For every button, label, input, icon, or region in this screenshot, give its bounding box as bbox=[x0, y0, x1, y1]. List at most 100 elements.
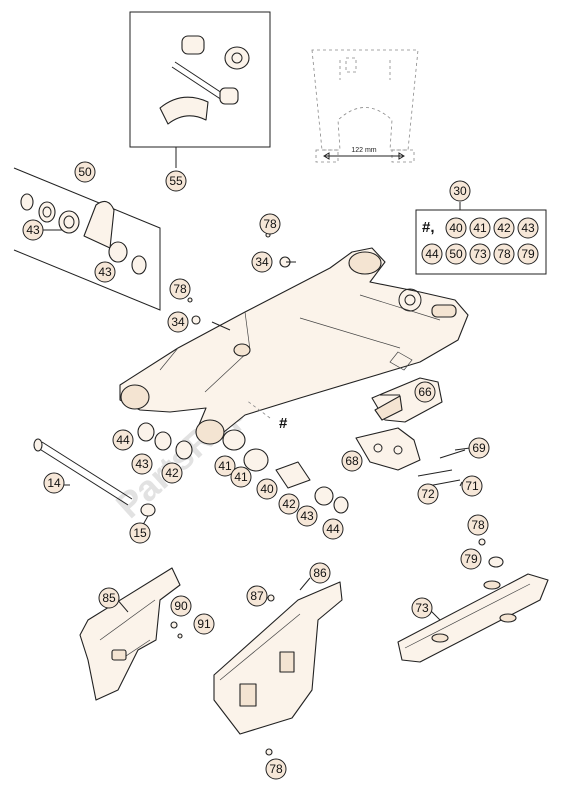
callout-90: 90 bbox=[170, 595, 192, 617]
callout-circle bbox=[170, 595, 192, 617]
callout-number: 50 bbox=[449, 247, 463, 261]
callout-number: 42 bbox=[165, 466, 179, 480]
callout-14: 14 bbox=[43, 472, 65, 494]
callout-circle bbox=[493, 243, 515, 265]
kit-item-43: 43 bbox=[517, 217, 539, 239]
callout-number: 41 bbox=[218, 459, 232, 473]
kit-box bbox=[415, 209, 547, 275]
callout-78d: 78 bbox=[265, 758, 287, 780]
callout-71: 71 bbox=[461, 475, 483, 497]
callout-number: 86 bbox=[313, 566, 327, 580]
callout-circle bbox=[230, 466, 252, 488]
callout-circle bbox=[411, 597, 433, 619]
chain-guard-left bbox=[79, 567, 183, 701]
kit-item-78: 78 bbox=[493, 243, 515, 265]
callout-number: 43 bbox=[300, 509, 314, 523]
callout-68: 68 bbox=[341, 450, 363, 472]
callout-85: 85 bbox=[98, 587, 120, 609]
kit-item-50: 50 bbox=[445, 243, 467, 265]
chain-guide-parts bbox=[355, 377, 466, 487]
swingarm-body bbox=[119, 247, 469, 445]
callout-69: 69 bbox=[468, 437, 490, 459]
kit-item-40: 40 bbox=[445, 217, 467, 239]
callout-78b: 78 bbox=[169, 278, 191, 300]
callout-number: 90 bbox=[174, 599, 188, 613]
callout-circle bbox=[251, 251, 273, 273]
callout-55: 55 bbox=[165, 170, 187, 192]
callout-circle bbox=[131, 453, 153, 475]
callout-number: 30 bbox=[453, 184, 467, 198]
callout-circle bbox=[296, 505, 318, 527]
callout-circle bbox=[22, 219, 44, 241]
callout-30: 30 bbox=[449, 180, 471, 202]
callout-circle bbox=[98, 587, 120, 609]
callout-circle bbox=[214, 455, 236, 477]
callout-number: 79 bbox=[521, 247, 535, 261]
bushing-kit-parts bbox=[159, 35, 250, 125]
callout-circle bbox=[341, 450, 363, 472]
callout-circle bbox=[309, 562, 331, 584]
callout-circle bbox=[161, 462, 183, 484]
kit-prefix: #, bbox=[422, 219, 435, 236]
callout-91: 91 bbox=[193, 613, 215, 635]
chain-guide-center bbox=[213, 581, 343, 756]
callout-number: 43 bbox=[98, 265, 112, 279]
callout-circle bbox=[517, 243, 539, 265]
callout-circle bbox=[43, 472, 65, 494]
callout-50: 50 bbox=[74, 161, 96, 183]
callout-circle bbox=[493, 217, 515, 239]
callout-40: 40 bbox=[256, 478, 278, 500]
callout-number: 78 bbox=[269, 762, 283, 776]
callout-circle bbox=[449, 180, 471, 202]
callout-circle bbox=[461, 475, 483, 497]
callout-number: 40 bbox=[260, 482, 274, 496]
callout-circle bbox=[414, 381, 436, 403]
callout-number: 43 bbox=[26, 223, 40, 237]
callout-number: 40 bbox=[449, 221, 463, 235]
kit-item-42: 42 bbox=[493, 217, 515, 239]
swingarm-hash: # bbox=[279, 415, 288, 432]
callout-number: 41 bbox=[234, 470, 248, 484]
callout-15: 15 bbox=[129, 522, 151, 544]
callout-34b: 34 bbox=[167, 311, 189, 333]
callout-circle bbox=[469, 217, 491, 239]
callout-number: 44 bbox=[425, 247, 439, 261]
callout-number: 42 bbox=[497, 221, 511, 235]
callout-79: 79 bbox=[460, 548, 482, 570]
callout-number: 69 bbox=[472, 441, 486, 455]
callout-circle bbox=[421, 243, 443, 265]
callout-73: 73 bbox=[411, 597, 433, 619]
callout-78c: 78 bbox=[467, 514, 489, 536]
callout-circle bbox=[169, 278, 191, 300]
callout-number: 68 bbox=[345, 454, 359, 468]
callout-circle bbox=[417, 483, 439, 505]
callout-circle bbox=[445, 217, 467, 239]
callout-42b: 42 bbox=[278, 493, 300, 515]
callout-42a: 42 bbox=[161, 462, 183, 484]
callout-number: 43 bbox=[135, 457, 149, 471]
callout-circle bbox=[278, 493, 300, 515]
callout-number: 78 bbox=[497, 247, 511, 261]
callout-circle bbox=[256, 478, 278, 500]
callout-number: 78 bbox=[471, 518, 485, 532]
callout-circle bbox=[460, 548, 482, 570]
callout-number: 42 bbox=[282, 497, 296, 511]
kit-item-44: 44 bbox=[421, 243, 443, 265]
callout-circle bbox=[265, 758, 287, 780]
callout-circle bbox=[74, 161, 96, 183]
callout-number: 91 bbox=[197, 617, 211, 631]
callout-number: 79 bbox=[464, 552, 478, 566]
kit-item-79: 79 bbox=[517, 243, 539, 265]
callout-34a: 34 bbox=[251, 251, 273, 273]
callout-number: 34 bbox=[255, 255, 269, 269]
callout-66: 66 bbox=[414, 381, 436, 403]
callout-41b: 41 bbox=[230, 466, 252, 488]
callout-87: 87 bbox=[246, 585, 268, 607]
callout-number: 50 bbox=[78, 165, 92, 179]
callout-41a: 41 bbox=[214, 455, 236, 477]
callout-circle bbox=[322, 518, 344, 540]
callout-circle bbox=[165, 170, 187, 192]
callout-number: 41 bbox=[473, 221, 487, 235]
kit-item-41: 41 bbox=[469, 217, 491, 239]
